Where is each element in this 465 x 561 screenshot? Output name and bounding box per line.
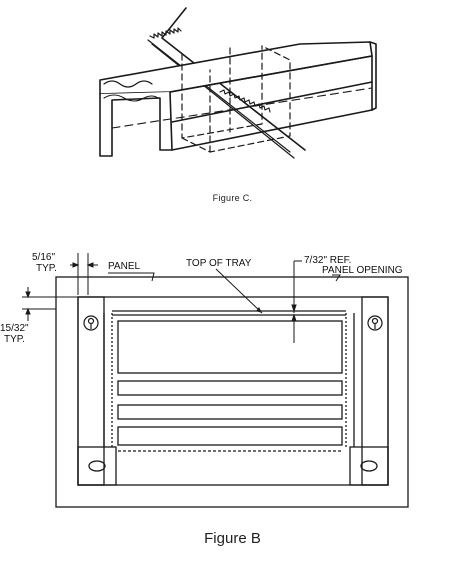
dim-5-16 <box>70 253 98 295</box>
tray-slat-2 <box>117 404 343 420</box>
dim-7-32-ref <box>291 260 302 343</box>
right-keyhole <box>367 315 383 331</box>
channel-top-wave <box>103 80 153 88</box>
top-of-tray-arrow <box>256 307 262 313</box>
figure-c-drawing <box>99 7 377 159</box>
label-top-of-tray: TOP OF TRAY <box>186 258 252 269</box>
label-7-32-ref: 7/32" REF. <box>304 255 352 266</box>
channel-top-face <box>99 41 373 95</box>
channel-bottom-edge <box>171 109 373 151</box>
top-of-tray-leader <box>215 268 263 314</box>
figure-c-caption: Figure C. <box>212 193 253 203</box>
saw-blade-upper <box>147 39 291 153</box>
saw-teeth-lower <box>219 89 271 113</box>
figure-b: 5/16" TYP. PANEL TOP OF TRAY 7/32" REF. … <box>0 225 465 561</box>
panel-opening-outline <box>55 276 409 508</box>
saw-blade-lower <box>151 43 295 159</box>
channel-side-lower <box>169 55 373 111</box>
dim-15-32 <box>22 287 78 321</box>
channel-end-profile <box>99 91 173 157</box>
figure-b-drawing <box>22 253 409 508</box>
tray-slat-1 <box>117 380 343 396</box>
saw-frame-line <box>161 7 306 151</box>
panel-leader <box>108 272 155 282</box>
label-typ-left: TYP. <box>4 334 25 345</box>
left-foot-hole <box>88 460 106 472</box>
right-foot <box>349 446 389 486</box>
channel-far-end <box>369 41 377 111</box>
label-panel: PANEL <box>108 261 141 272</box>
label-typ-top: TYP. <box>36 263 57 274</box>
right-foot-hole <box>360 460 378 472</box>
inner-dashed-line <box>111 87 373 129</box>
label-15-32: 15/32" <box>0 323 29 334</box>
figure-b-caption: Figure B <box>204 530 261 547</box>
saw-teeth <box>149 27 182 39</box>
tray-slat-3 <box>117 426 343 446</box>
cut-guide-dashed <box>181 45 291 153</box>
left-keyhole <box>83 315 99 331</box>
figure-c: Figure C. <box>0 0 465 215</box>
left-foot <box>77 446 117 486</box>
channel-side-edge <box>171 81 373 123</box>
tray-upper-panel <box>117 320 343 374</box>
label-panel-opening: PANEL OPENING <box>322 265 403 276</box>
channel-end-inner <box>103 94 159 102</box>
label-5-16: 5/16" <box>32 252 56 263</box>
panel-opening-leader <box>332 274 341 282</box>
